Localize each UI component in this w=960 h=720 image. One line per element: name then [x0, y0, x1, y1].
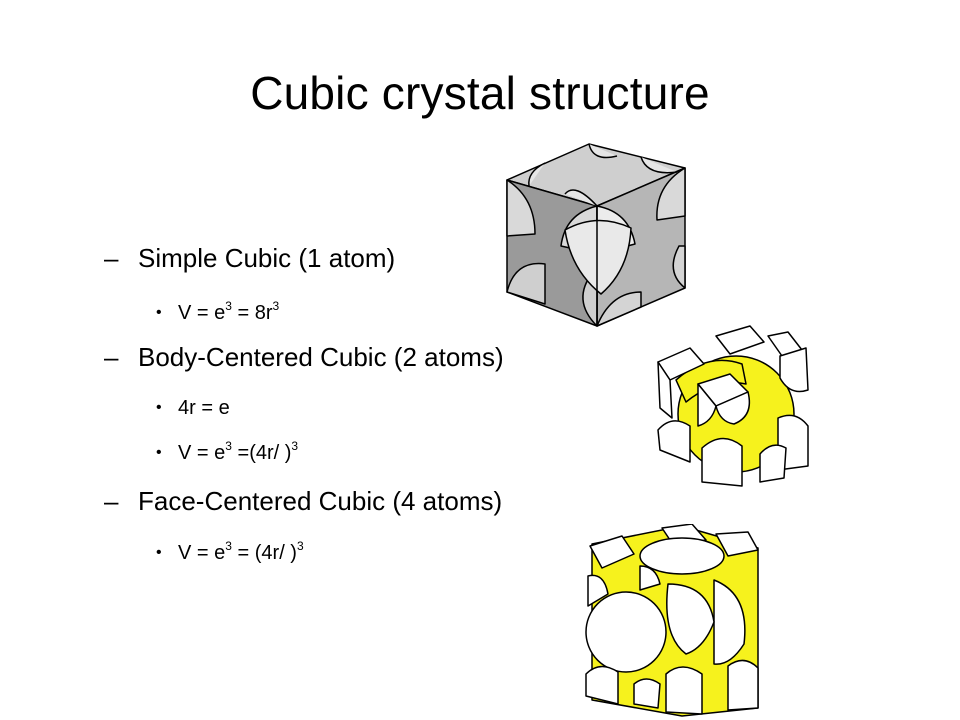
corner-atom: [633, 678, 661, 709]
dot-bullet: •: [156, 399, 162, 416]
formula-exponent: 3: [225, 299, 232, 313]
face-atom-left: [585, 591, 667, 673]
corner-atom: [589, 535, 635, 569]
face-atom-front: [666, 583, 715, 655]
formula-exponent: 3: [225, 439, 232, 453]
formula-text: 4r = e: [178, 397, 230, 419]
corner-atom: [657, 420, 691, 463]
corner-atom: [506, 179, 536, 237]
dot-bullet: •: [156, 544, 162, 561]
formula-exponent: 3: [291, 439, 299, 453]
formula-base: V = e: [178, 542, 226, 564]
bullet-text: Body-Centered Cubic (2 atoms): [138, 342, 504, 372]
dash-bullet: –: [104, 342, 119, 372]
bullet-text: Face-Centered Cubic (4 atoms): [138, 486, 503, 516]
corner-atom: [656, 167, 686, 221]
sub-bullet-sc-volume: •V = e3 = 8r3: [156, 300, 279, 326]
bullet-simple-cubic: –Simple Cubic (1 atom): [104, 241, 395, 275]
slide-title: Cubic crystal structure: [250, 67, 710, 119]
formula-exponent: 3: [272, 299, 280, 313]
corner-atom: [715, 325, 765, 355]
corner-atom: [596, 291, 642, 327]
corner-atom: [715, 391, 751, 425]
dot-bullet: •: [156, 304, 162, 321]
dash-bullet: –: [104, 243, 119, 273]
corner-atom: [715, 531, 759, 557]
formula-base: V = e: [178, 302, 226, 324]
bullet-body-centered-cubic: –Body-Centered Cubic (2 atoms): [104, 340, 504, 374]
corner-atom: [759, 444, 787, 483]
bullet-face-centered-cubic: –Face-Centered Cubic (4 atoms): [104, 484, 502, 518]
corner-atom: [528, 162, 546, 187]
corner-atom: [587, 574, 609, 607]
corner-atom: [727, 659, 759, 711]
corner-atom: [585, 665, 619, 705]
sub-bullet-bcc-relation: • 4r = e: [156, 395, 230, 421]
formula-exponent: 3: [296, 539, 304, 553]
formula-mid: = (4r/ ): [231, 542, 297, 564]
dot-bullet: •: [156, 444, 162, 461]
corner-atom: [701, 437, 743, 487]
formula-exponent: 3: [225, 539, 232, 553]
corner-atom: [639, 565, 661, 591]
sub-bullet-bcc-volume: •V = e3 =(4r/ )3: [156, 440, 298, 466]
corner-atom: [564, 189, 598, 207]
formula-mid: =(4r/ ): [231, 442, 292, 464]
corner-atom: [640, 156, 678, 174]
sub-bullet-fcc-volume: •V = e3 = (4r/ )3: [156, 540, 304, 566]
face-atom-right: [713, 579, 746, 665]
dash-bullet: –: [104, 486, 119, 516]
corner-atom: [657, 361, 673, 419]
body-centered-cubic-illustration: [657, 325, 809, 487]
formula-mid: = 8r: [231, 302, 273, 324]
corner-atom: [588, 143, 618, 159]
face-atom-top: [639, 537, 725, 575]
simple-cubic-illustration: [506, 143, 686, 327]
corner-atom: [672, 245, 686, 289]
corner-atom: [779, 347, 809, 393]
bullet-text: Simple Cubic (1 atom): [138, 243, 396, 273]
corner-atom: [665, 666, 703, 715]
formula-base: V = e: [178, 442, 226, 464]
corner-atom: [506, 262, 546, 305]
face-centered-cubic-illustration: [585, 524, 759, 717]
